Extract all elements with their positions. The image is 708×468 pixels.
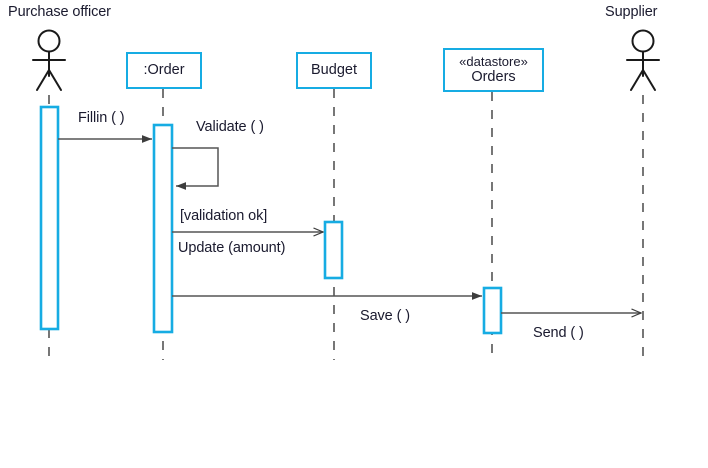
message-guard-validation-ok: [validation ok] (180, 208, 268, 224)
lifeline-box-order-label: :Order (143, 62, 185, 79)
activation-purchase-officer (39, 105, 60, 331)
actor-label-purchase-officer: Purchase officer (8, 4, 111, 20)
message-label-update: Update (amount) (178, 240, 286, 256)
activation-budget (323, 220, 344, 280)
activation-orders-datastore (482, 286, 503, 335)
activation-bars-group (39, 105, 503, 335)
stereotype-label-datastore: «datastore» (459, 53, 528, 69)
activation-order (152, 123, 174, 334)
lifeline-box-budget[interactable]: Budget (296, 52, 372, 89)
messages-group (58, 135, 641, 313)
actor-figure-purchase-officer (32, 29, 66, 91)
actor-figure-supplier (626, 29, 660, 91)
actor-label-supplier: Supplier (605, 4, 658, 20)
message-arrow-validate (172, 147, 219, 190)
message-label-validate: Validate ( ) (196, 119, 264, 135)
lifeline-box-orders-label: Orders (471, 69, 516, 86)
lifeline-box-orders-datastore[interactable]: «datastore» Orders (443, 48, 544, 92)
lifelines-group (48, 89, 644, 360)
message-label-save: Save ( ) (360, 308, 410, 324)
message-label-send: Send ( ) (533, 325, 584, 341)
lifeline-box-budget-label: Budget (311, 62, 357, 79)
lifeline-box-order[interactable]: :Order (126, 52, 202, 89)
message-label-fillin: Fillin ( ) (78, 110, 125, 126)
